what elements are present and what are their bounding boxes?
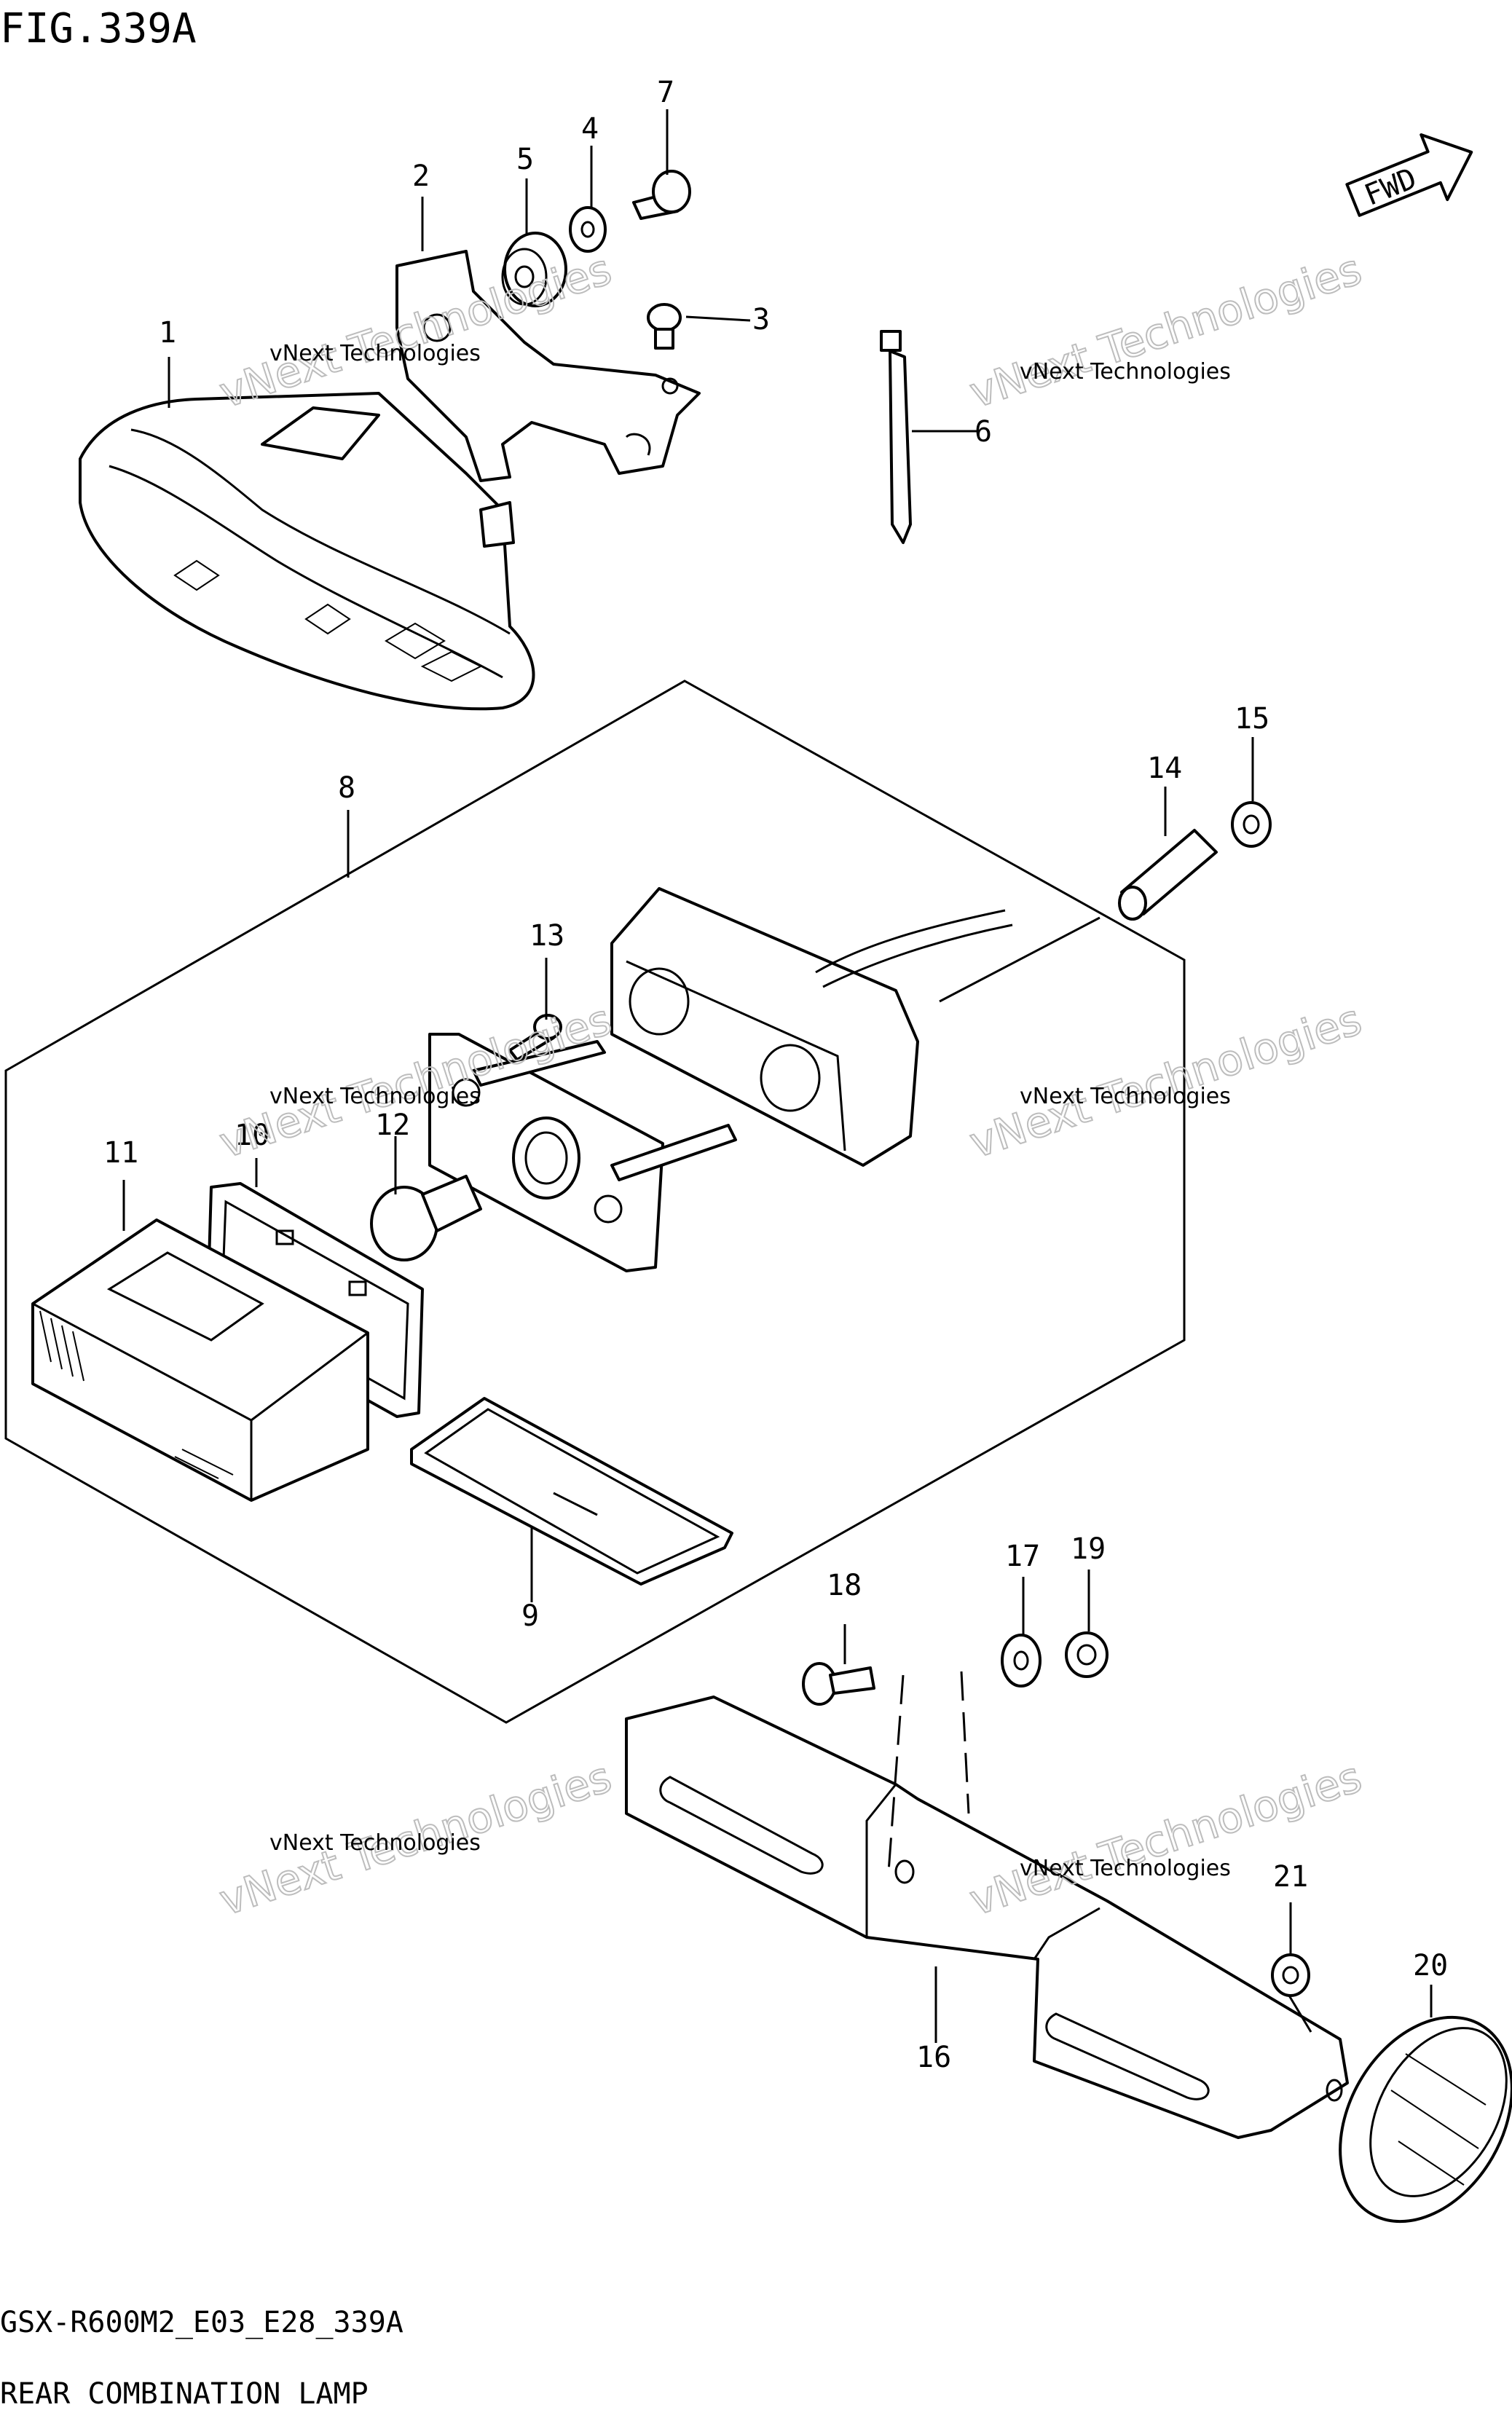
- model-code: GSX-R600M2_E03_E28_339A: [0, 2306, 403, 2339]
- watermark-4: vNext Technologies: [1020, 1084, 1231, 1109]
- assembly-line-21: [1288, 1995, 1312, 2033]
- callout-6: 6: [974, 415, 992, 449]
- callout-8: 8: [338, 771, 355, 805]
- watermark-bg-2: vNext Technologies: [964, 244, 1367, 417]
- callout-labels: 1 2 3 4 5 6 7 8 9 10 11 12 13 14 15 16 1…: [103, 76, 1448, 2074]
- part-16-bracket: [625, 1696, 1349, 2139]
- part-2-bracket: [395, 250, 701, 482]
- callout-21: 21: [1273, 1860, 1308, 1894]
- part-1-tail-lamp: [79, 392, 535, 711]
- callout-15: 15: [1235, 702, 1269, 736]
- callout-13: 13: [529, 919, 564, 953]
- callout-10: 10: [235, 1119, 269, 1152]
- leader-lines: [122, 109, 1433, 2043]
- callout-19: 19: [1071, 1532, 1106, 1566]
- callout-3: 3: [752, 303, 770, 336]
- figure-title: FIG.339A: [0, 5, 197, 52]
- part-15-nut: [1231, 801, 1272, 848]
- part-7-bolt: [632, 170, 691, 220]
- part-8-license-lamp-housing: [610, 887, 1013, 1167]
- callout-17: 17: [1005, 1540, 1040, 1573]
- part-17-washer: [1001, 1634, 1042, 1688]
- assembly-8-boundary: [4, 680, 1186, 1724]
- watermark-bg-4: vNext Technologies: [964, 994, 1367, 1167]
- part-19-nut: [1065, 1631, 1109, 1678]
- assembly-line-17: [960, 1671, 970, 1814]
- part-4-washer: [569, 206, 607, 253]
- callout-4: 4: [581, 112, 599, 146]
- part-9-plate: [410, 1397, 733, 1586]
- callout-11: 11: [103, 1136, 138, 1170]
- part-20-reflector: [1339, 2015, 1512, 2224]
- watermark-3: vNext Technologies: [269, 1084, 481, 1109]
- callout-9: 9: [521, 1599, 539, 1633]
- part-12-socket-plate: [428, 1033, 737, 1272]
- part-13-screw: [508, 1014, 562, 1061]
- assembly-line-14: [939, 916, 1100, 1003]
- part-18-screw: [802, 1662, 875, 1706]
- part-5-grommet: [501, 232, 567, 307]
- callout-12: 12: [375, 1108, 410, 1142]
- part-21-nut: [1271, 1953, 1310, 1997]
- watermark-1: vNext Technologies: [269, 341, 481, 366]
- part-12-bulb: [370, 1175, 482, 1261]
- part-6-cable-tie: [880, 330, 912, 544]
- figure-caption: REAR COMBINATION LAMP: [0, 2377, 369, 2411]
- watermark-bg-6: vNext Technologies: [964, 1752, 1367, 1925]
- watermark-2: vNext Technologies: [1020, 359, 1231, 385]
- fwd-arrow-icon: FWD: [1345, 133, 1473, 217]
- part-11-lens: [31, 1218, 369, 1502]
- callout-14: 14: [1147, 752, 1182, 785]
- callout-16: 16: [916, 2041, 951, 2074]
- watermark-6: vNext Technologies: [1020, 1856, 1231, 1881]
- part-14-collar: [1118, 829, 1218, 921]
- assembly-line-18: [887, 1674, 905, 1872]
- callout-20: 20: [1413, 1949, 1448, 1982]
- part-3-screw: [647, 303, 682, 350]
- watermark-5: vNext Technologies: [269, 1830, 481, 1856]
- callout-2: 2: [412, 160, 430, 193]
- callout-1: 1: [159, 316, 176, 350]
- callout-18: 18: [827, 1569, 862, 1602]
- callout-5: 5: [516, 143, 534, 176]
- callout-7: 7: [657, 76, 674, 109]
